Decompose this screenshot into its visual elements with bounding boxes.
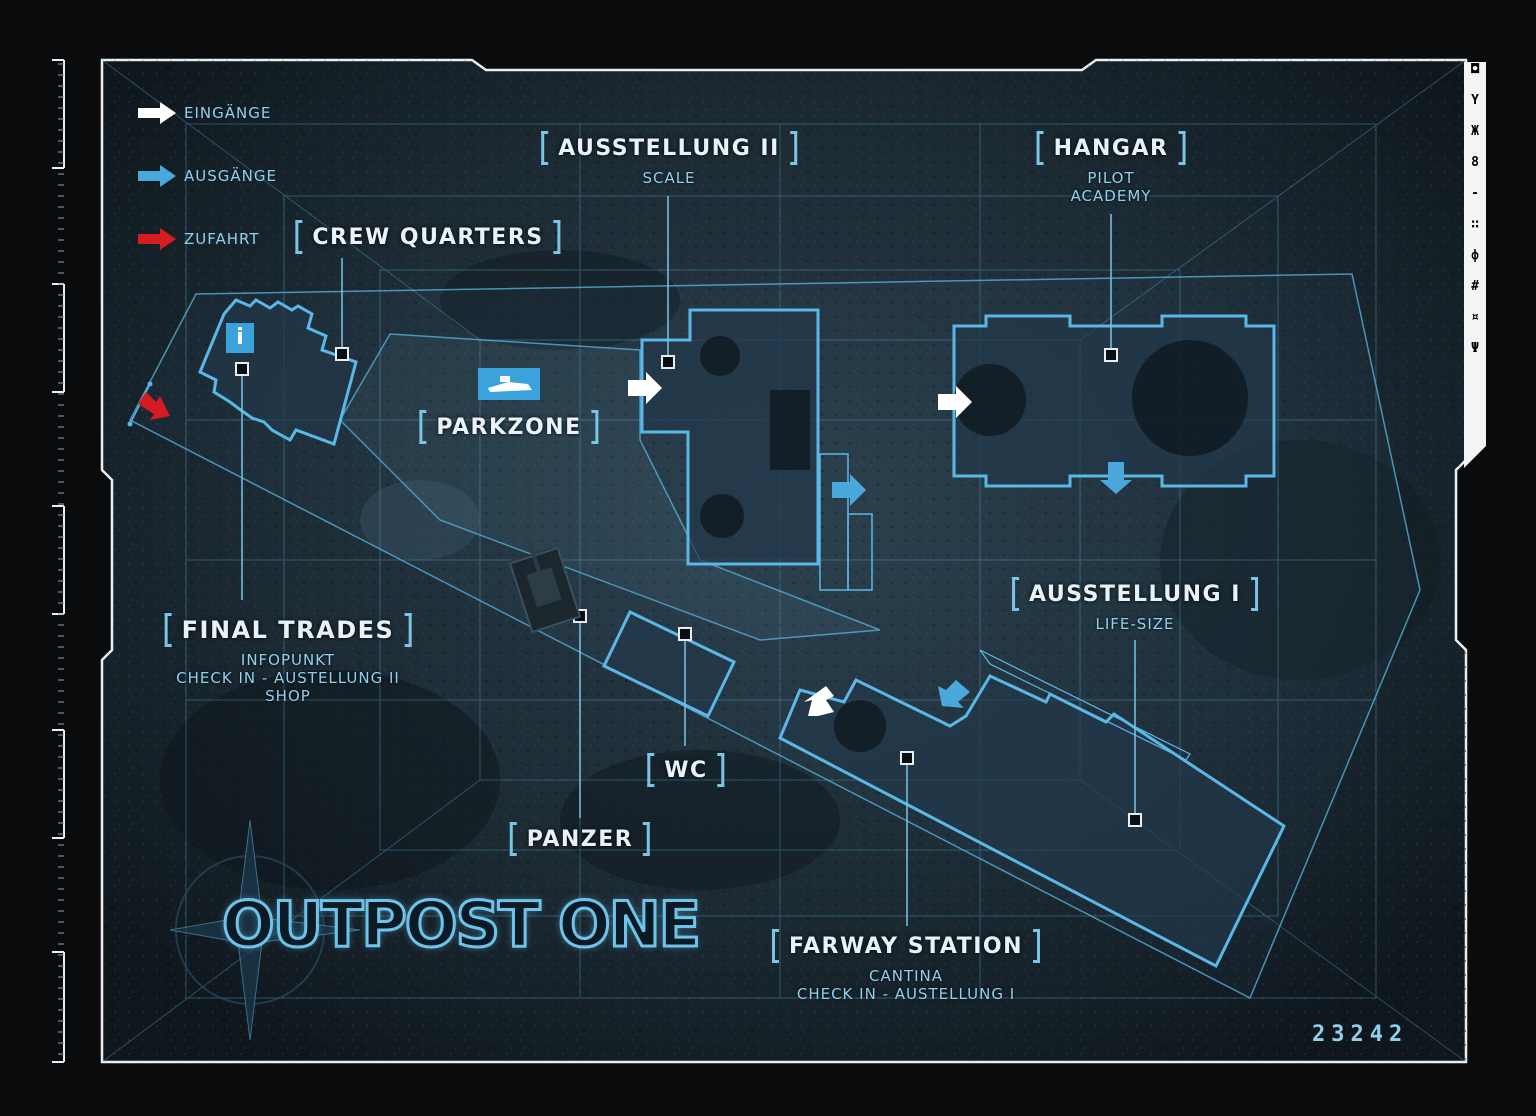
side-glyphs: ◘ Y Ж 8 - ∷ ф # ¤ Ψ xyxy=(1465,62,1485,356)
building-ausstellung-ii[interactable] xyxy=(640,308,873,591)
legend-access: ZUFAHRT xyxy=(138,228,260,250)
ausstellung-ii-title: AUSSTELLUNG II xyxy=(558,135,780,161)
exit-arrow-hangar xyxy=(1100,462,1132,494)
farway-station-sub-2: CHECK IN - AUSTELLUNG I xyxy=(796,985,1016,1003)
speeder-parking-icon[interactable] xyxy=(478,368,540,400)
final-trades-sub-2: CHECK IN - AUSTELLUNG II xyxy=(176,669,400,687)
access-arrow xyxy=(138,392,170,420)
hangar-sub-1: PILOT xyxy=(1087,169,1135,187)
access-arrows xyxy=(127,381,170,427)
hangar-title: HANGAR xyxy=(1053,135,1169,161)
exit-arrow-ausstellung-ii xyxy=(832,474,866,506)
legend-entrances: EINGÄNGE xyxy=(138,102,271,124)
right-glyph-strip xyxy=(1464,62,1486,468)
entrance-arrow-hangar xyxy=(938,386,972,418)
marker-ausstellung-i xyxy=(1128,813,1142,827)
marker-hangar xyxy=(1104,348,1118,362)
parkzone-title: PARKZONE xyxy=(436,414,582,440)
exit-arrows xyxy=(832,462,1132,708)
side-glyph: # xyxy=(1471,279,1479,294)
side-glyph: Ψ xyxy=(1471,341,1479,356)
location-markers xyxy=(235,347,1142,827)
white-arrow-icon xyxy=(138,102,176,124)
marker-crew-quarters xyxy=(335,347,349,361)
entrance-arrows xyxy=(628,372,972,716)
label-panzer[interactable]: PANZER xyxy=(509,822,651,860)
side-glyph: ¤ xyxy=(1471,310,1479,325)
wc-title: WC xyxy=(664,757,708,783)
label-ausstellung-ii[interactable]: AUSSTELLUNG II SCALE xyxy=(541,131,797,187)
label-parkzone[interactable]: PARKZONE xyxy=(419,410,599,448)
callout-lines xyxy=(241,196,1136,926)
crew-quarters-title: CREW QUARTERS xyxy=(312,224,544,250)
side-glyph: ф xyxy=(1471,248,1479,263)
compass-star-icon xyxy=(169,819,361,1041)
label-final-trades[interactable]: FINAL TRADES INFOPUNKT CHECK IN - AUSTEL… xyxy=(164,613,412,705)
farway-station-sub-1: CANTINA xyxy=(868,967,944,985)
panzer-title: PANZER xyxy=(526,826,634,852)
side-glyph: ∷ xyxy=(1471,217,1479,232)
map-code: 23242 xyxy=(1312,1022,1409,1047)
info-icon[interactable]: i xyxy=(226,323,254,353)
marker-farway-station xyxy=(900,751,914,765)
terrain-shading xyxy=(160,250,1440,890)
side-glyph: Ж xyxy=(1471,124,1479,139)
legend-exits: AUSGÄNGE xyxy=(138,165,277,187)
label-wc[interactable]: WC xyxy=(647,753,725,791)
ausstellung-ii-sub-1: SCALE xyxy=(642,169,696,187)
left-ruler-ticks xyxy=(58,63,64,1055)
panzer-vehicle xyxy=(508,541,582,634)
map-title: OUTPOST ONE xyxy=(221,887,703,963)
label-hangar[interactable]: HANGAR PILOT ACADEMY xyxy=(1036,131,1186,205)
legend-exits-label: AUSGÄNGE xyxy=(184,167,277,185)
side-glyph: 8 xyxy=(1471,155,1479,170)
label-ausstellung-i[interactable]: AUSSTELLUNG I LIFE-SIZE xyxy=(1012,577,1258,633)
red-arrow-icon xyxy=(138,228,176,250)
speeder-icon xyxy=(488,376,532,392)
blue-arrow-icon xyxy=(138,165,176,187)
building-farway-station[interactable] xyxy=(778,649,1286,969)
label-crew-quarters[interactable]: CREW QUARTERS xyxy=(295,220,561,258)
final-trades-title: FINAL TRADES xyxy=(181,616,395,644)
label-farway-station[interactable]: FARWAY STATION CANTINA CHECK IN - AUSTEL… xyxy=(771,929,1041,1003)
farway-station-title: FARWAY STATION xyxy=(788,933,1024,959)
marker-ausstellung-ii xyxy=(661,355,675,369)
hangar-sub-2: ACADEMY xyxy=(1070,187,1152,205)
side-glyph: - xyxy=(1471,186,1479,201)
legend-access-label: ZUFAHRT xyxy=(184,230,260,248)
marker-wc xyxy=(678,627,692,641)
entrance-arrow-ausstellung-ii xyxy=(628,372,662,404)
side-glyph: ◘ xyxy=(1471,62,1479,77)
final-trades-sub-3: SHOP xyxy=(265,687,311,705)
ausstellung-i-title: AUSSTELLUNG I xyxy=(1029,581,1241,607)
marker-final-trades xyxy=(235,362,249,376)
exit-arrow-ausstellung-i xyxy=(938,680,970,708)
building-wc[interactable] xyxy=(601,609,737,719)
final-trades-sub-1: INFOPUNKT xyxy=(240,651,336,669)
side-glyph: Y xyxy=(1471,93,1479,108)
ausstellung-i-sub-1: LIFE-SIZE xyxy=(1095,615,1175,633)
legend-entrances-label: EINGÄNGE xyxy=(184,104,272,122)
entrance-arrow-farway xyxy=(804,686,834,716)
left-ruler xyxy=(52,59,65,1063)
